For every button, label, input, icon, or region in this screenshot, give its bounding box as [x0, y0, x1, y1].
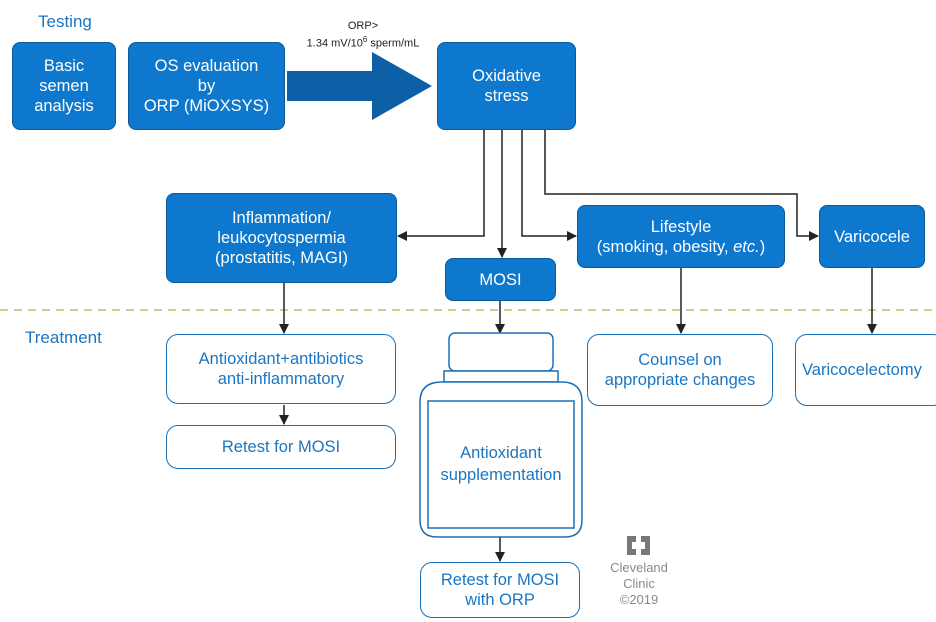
mosi-box[interactable]: MOSI [445, 258, 556, 301]
inflammation-line3: (prostatitis, MAGI) [215, 249, 348, 267]
varicocele-box[interactable]: Varicocele [819, 205, 925, 268]
antiox-supp-line2: supplementation [440, 466, 562, 484]
inflammation-box[interactable]: Inflammation/ leukocytospermia (prostati… [166, 193, 397, 283]
treatment-label: Treatment [25, 328, 102, 347]
oxidative-line2: stress [484, 87, 529, 105]
oxidative-stress-box[interactable]: Oxidative stress [437, 42, 576, 130]
os-eval-line2: by [197, 77, 216, 95]
antiox-antibiotics-line2: anti-inflammatory [217, 370, 345, 388]
cleveland-clinic-logo: Cleveland Clinic ©2019 [600, 560, 678, 608]
retest-mosi-label: Retest for MOSI [221, 438, 341, 456]
orp-threshold-arrow [287, 52, 432, 120]
varicocelectomy-label: Varicocelectomy [802, 361, 922, 379]
retest-orp-line1: Retest for MOSI [440, 571, 560, 589]
cleveland-clinic-logo-icon [627, 536, 650, 555]
mosi-label: MOSI [479, 270, 522, 289]
arrow-to-lifestyle [521, 130, 577, 241]
basic-line2: semen [39, 77, 89, 95]
basic-line1: Basic [43, 57, 85, 75]
inflammation-line2: leukocytospermia [217, 229, 346, 247]
varicocele-label: Varicocele [834, 227, 910, 246]
antioxidant-supplementation-label-box[interactable]: Antioxidant supplementation [430, 402, 572, 526]
logo-line2: Clinic [623, 576, 655, 591]
orp-threshold-label: ORP> 1.34 mV/106 sperm/mL [288, 19, 438, 51]
lifestyle-line2-close: ) [759, 237, 766, 256]
orp-threshold-unit: sperm/mL [367, 37, 420, 50]
lifestyle-line1: Lifestyle [650, 217, 712, 236]
testing-label: Testing [38, 12, 92, 31]
inflammation-line1: Inflammation/ [231, 209, 332, 227]
pill-bottle-icon [419, 332, 583, 538]
arrow-to-varicocele [544, 130, 819, 241]
orp-threshold-line1: ORP> [347, 20, 379, 32]
os-eval-line1: OS evaluation [154, 57, 259, 75]
os-eval-line3: ORP (MiOXSYS) [143, 97, 270, 115]
antioxidant-antibiotics-box[interactable]: Antioxidant+antibiotics anti-inflammator… [166, 334, 396, 404]
varicocelectomy-box[interactable]: Varicocelectomy [795, 334, 936, 406]
logo-copyright: ©2019 [619, 592, 659, 607]
antiox-supp-line1: Antioxidant [460, 444, 542, 462]
counsel-box[interactable]: Counsel on appropriate changes [587, 334, 773, 406]
orp-threshold-value: 1.34 mV/10 [306, 37, 363, 50]
basic-line3: analysis [34, 97, 94, 115]
retest-orp-line2: with ORP [465, 591, 535, 609]
oxidative-line1: Oxidative [472, 67, 541, 85]
antiox-antibiotics-line1: Antioxidant+antibiotics [198, 350, 364, 368]
logo-line1: Cleveland [610, 560, 668, 575]
counsel-line2: appropriate changes [604, 371, 756, 389]
lifestyle-line2-text: (smoking, obesity, [596, 237, 734, 256]
counsel-line1: Counsel on [638, 351, 722, 369]
arrow-to-inflammation [397, 130, 485, 241]
retest-mosi-box[interactable]: Retest for MOSI [166, 425, 396, 469]
retest-orp-box[interactable]: Retest for MOSI with ORP [420, 562, 580, 618]
orp-threshold-exponent: 6 [362, 35, 368, 44]
basic-semen-analysis-box[interactable]: Basic semen analysis [12, 42, 116, 130]
lifestyle-line2: (smoking, obesity, etc.) [597, 237, 765, 257]
os-evaluation-box[interactable]: OS evaluation by ORP (MiOXSYS) [128, 42, 285, 130]
lifestyle-box[interactable]: Lifestyle (smoking, obesity, etc.) [577, 205, 785, 268]
lifestyle-line2-etc: etc. [733, 237, 760, 256]
